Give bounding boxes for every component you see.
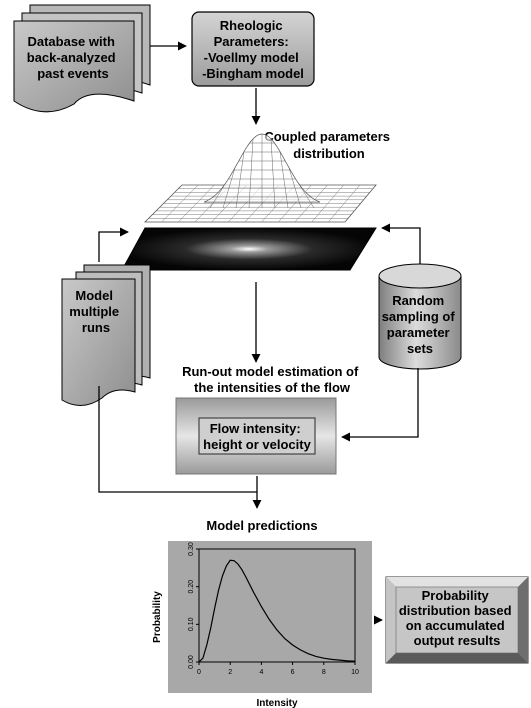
surface-grid-line [278,184,312,223]
arrow-random-to-distribution [381,223,421,264]
y-tick-label: 0.00 [188,655,195,669]
svg-text:Coupled parameters distrib: Coupled parameters distribution [264,129,393,161]
peak-mesh-line [248,138,254,209]
probability-line-1: Probability [422,588,490,603]
flow-intensity-box: Flow intensity: height or velocity [175,397,337,475]
arrow-model-runs-to-distribution [98,227,129,262]
flow-line-1: Flow intensity: [210,421,301,436]
rheologic-line-1: Rheologic [220,18,283,33]
model-runs-documents: Model multiple runs [61,264,151,406]
surface-grid-line [178,184,215,223]
x-tick-label: 10 [351,669,359,676]
runout-line-1: Run-out model estimation of [182,364,359,379]
random-sampling-cylinder: Random sampling of parameter sets [378,263,462,370]
svg-text:Model multiple run: Model multiple runs [69,288,122,335]
rheologic-line-4: -Bingham model [202,66,304,81]
x-tick-label: 2 [228,669,232,676]
flow-line-2: height or velocity [203,437,311,452]
x-tick-label: 4 [259,669,263,676]
svg-text:Run-out model estimation of: Run-out model estimation of the intensit… [182,364,362,395]
surface-grid-line [328,184,361,223]
peak-mesh-line [297,182,315,209]
probability-chart: 0 2 4 6 8 10 0.00 0.10 0.20 0.30 Probability Inte… [152,541,372,708]
model-predictions-title: Model predictions [206,518,317,533]
arrow-random-to-flow [341,368,419,442]
chart-background [168,541,372,693]
svg-text:Flow intensity: height o: Flow intensity: height or velocity [203,421,311,452]
probability-line-3: on accumulated [406,618,505,633]
chart-ylabel: Probability [152,591,163,643]
database-documents: Database with back-analyzed past events [13,4,151,113]
svg-text:Rheologic Parameters:: Rheologic Parameters: -Voellmy model -Bi… [202,18,304,81]
model-runs-line-2: multiple [69,304,119,319]
rheologic-line-2: Parameters: [214,34,289,49]
svg-text:Database with back-analy: Database with back-analyzed past events [27,34,120,81]
probability-line-4: output results [414,633,501,648]
random-line-1: Random [392,293,444,308]
probability-distribution-box: Probability distribution based on accumu… [385,576,529,664]
surface-grid-line [311,184,344,223]
svg-text:Probability distribution: Probability distribution based on accumu… [399,588,515,648]
peak-mesh-line [288,167,302,209]
chart-xlabel: Intensity [256,698,298,708]
random-line-2: sampling of [382,309,456,324]
peak-mesh-line [209,182,227,209]
x-tick-label: 0 [197,669,201,676]
connectors [98,41,421,625]
y-tick-label: 0.10 [188,617,195,631]
peak-mesh-line [279,151,289,209]
peak-mesh-line [270,138,276,209]
y-tick-label: 0.20 [188,580,195,594]
coupled-line-2: distribution [293,146,365,161]
rheologic-parameters-box: Rheologic Parameters: -Voellmy model -Bi… [191,11,315,87]
model-runs-line-3: runs [82,320,110,335]
peak-mesh-line [222,167,236,209]
runout-line-2: the intensities of the flow [194,380,351,395]
x-tick-label: 8 [322,669,326,676]
arrow-model-runs-to-predictions [98,386,257,493]
svg-text:Random sampling of: Random sampling of parameter sets [382,293,459,356]
database-line-1: Database with [27,34,114,49]
probability-line-2: distribution based [399,603,512,618]
x-tick-label: 6 [291,669,295,676]
rheologic-line-3: -Voellmy model [204,50,299,65]
chart-series-curve [198,559,356,663]
database-line-2: back-analyzed [27,50,116,65]
coupled-line-1: Coupled parameters [264,129,390,144]
surface-grid-line [161,184,199,223]
model-runs-line-1: Model [75,288,113,303]
y-tick-label: 0.30 [188,542,195,556]
peak-mesh-line [235,151,245,209]
database-line-3: past events [37,66,109,81]
chart-plot-frame [198,548,356,663]
random-line-3: parameter [387,325,450,340]
coupled-distribution-surface [121,133,377,271]
random-line-4: sets [407,341,433,356]
